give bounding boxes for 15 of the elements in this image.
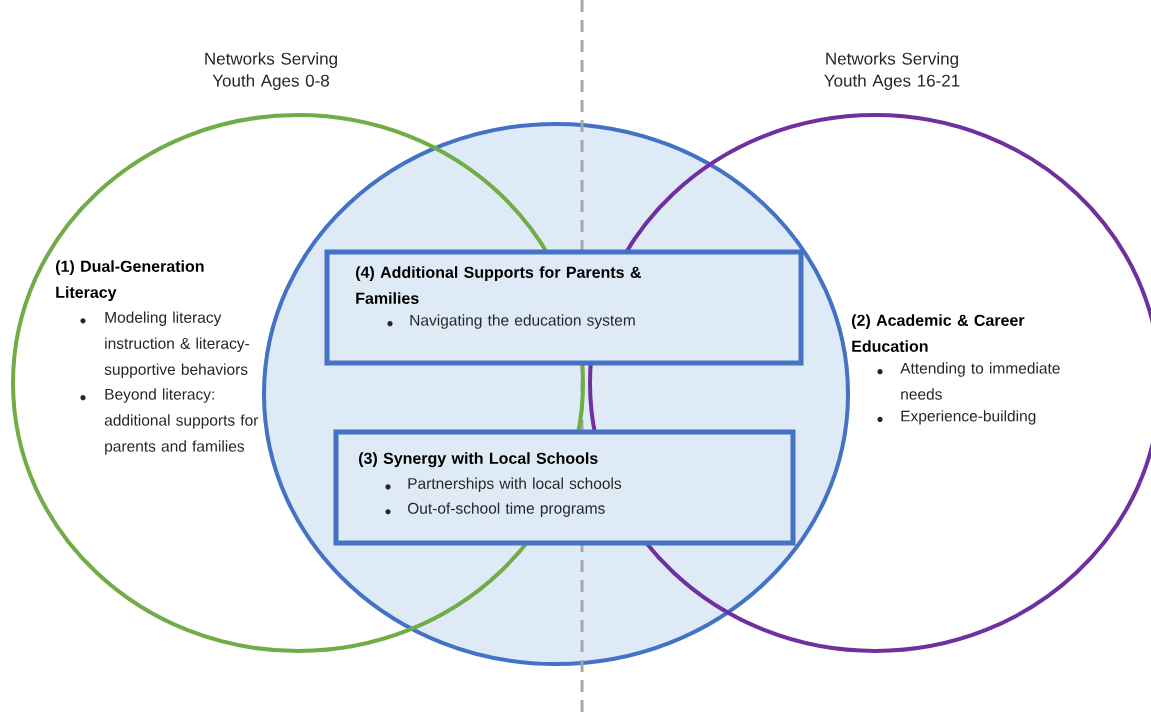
section-heading: (2) Academic & Career Education [852,314,1025,352]
circle-title: Networks Serving Youth Ages 16-21 [824,52,960,91]
bullet-item: Out-of-school time programs [407,502,605,517]
text-box [333,429,796,546]
bullet-item: Navigating the education system [410,314,635,329]
bullet-item: Experience-building [901,410,1036,425]
bullet-item: Attending to immediate needs [900,362,1060,400]
section-heading: (3) Synergy with Local Schools [359,452,598,468]
bullet-item: Beyond literacy: additional supports for parents and families [104,388,259,455]
text-box [324,249,804,366]
bullet-item: Modeling literacy instruction & literacy-supportive behaviors [104,311,250,378]
section-heading: (1) Dual-Generation Literacy [56,260,204,302]
section-heading: (4) Additional Supports for Parents & Families [356,266,641,304]
bullet-item: Partnerships with local schools [408,477,622,493]
circle-title: Networks Serving Youth Ages 0-8 [205,52,337,91]
